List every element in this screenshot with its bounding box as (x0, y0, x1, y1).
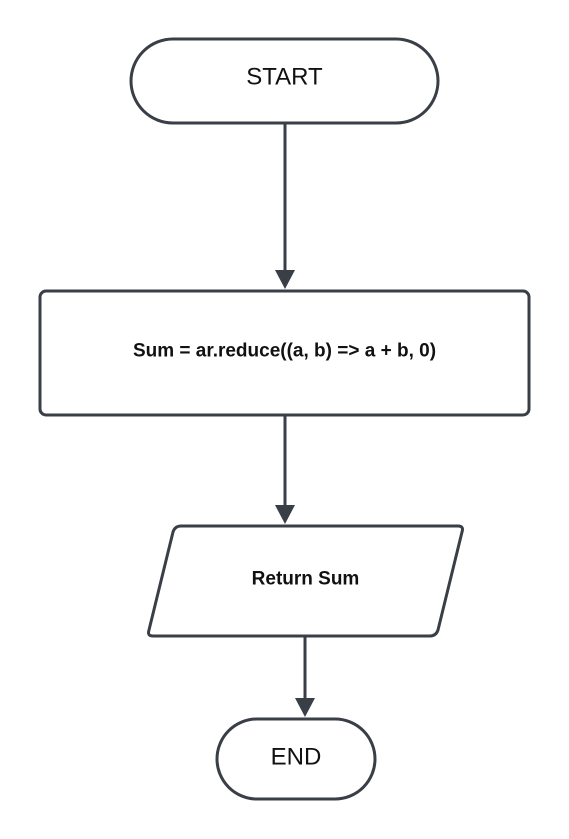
end-terminal-shape (215, 717, 377, 801)
end-node: END (215, 717, 377, 801)
output-node: Return Sum (147, 524, 464, 638)
end-label: END (271, 744, 322, 771)
edge-process-to-output-arrowhead (275, 505, 295, 524)
edge-output-to-end-arrowhead (295, 698, 315, 717)
start-terminal-shape (129, 37, 440, 125)
process-label: Sum = ar.reduce((a, b) => a + b, 0) (133, 341, 436, 362)
edge-start-to-process-arrowhead (275, 270, 295, 289)
start-label: START (246, 64, 323, 91)
start-node: START (129, 37, 440, 125)
edge-process-to-output (275, 416, 295, 524)
output-label: Return Sum (252, 569, 360, 590)
edge-start-to-process (275, 123, 295, 289)
process-box-shape (38, 289, 531, 417)
output-parallelogram-shape (147, 524, 464, 638)
process-node: Sum = ar.reduce((a, b) => a + b, 0) (38, 289, 531, 417)
edge-output-to-end (295, 637, 315, 717)
